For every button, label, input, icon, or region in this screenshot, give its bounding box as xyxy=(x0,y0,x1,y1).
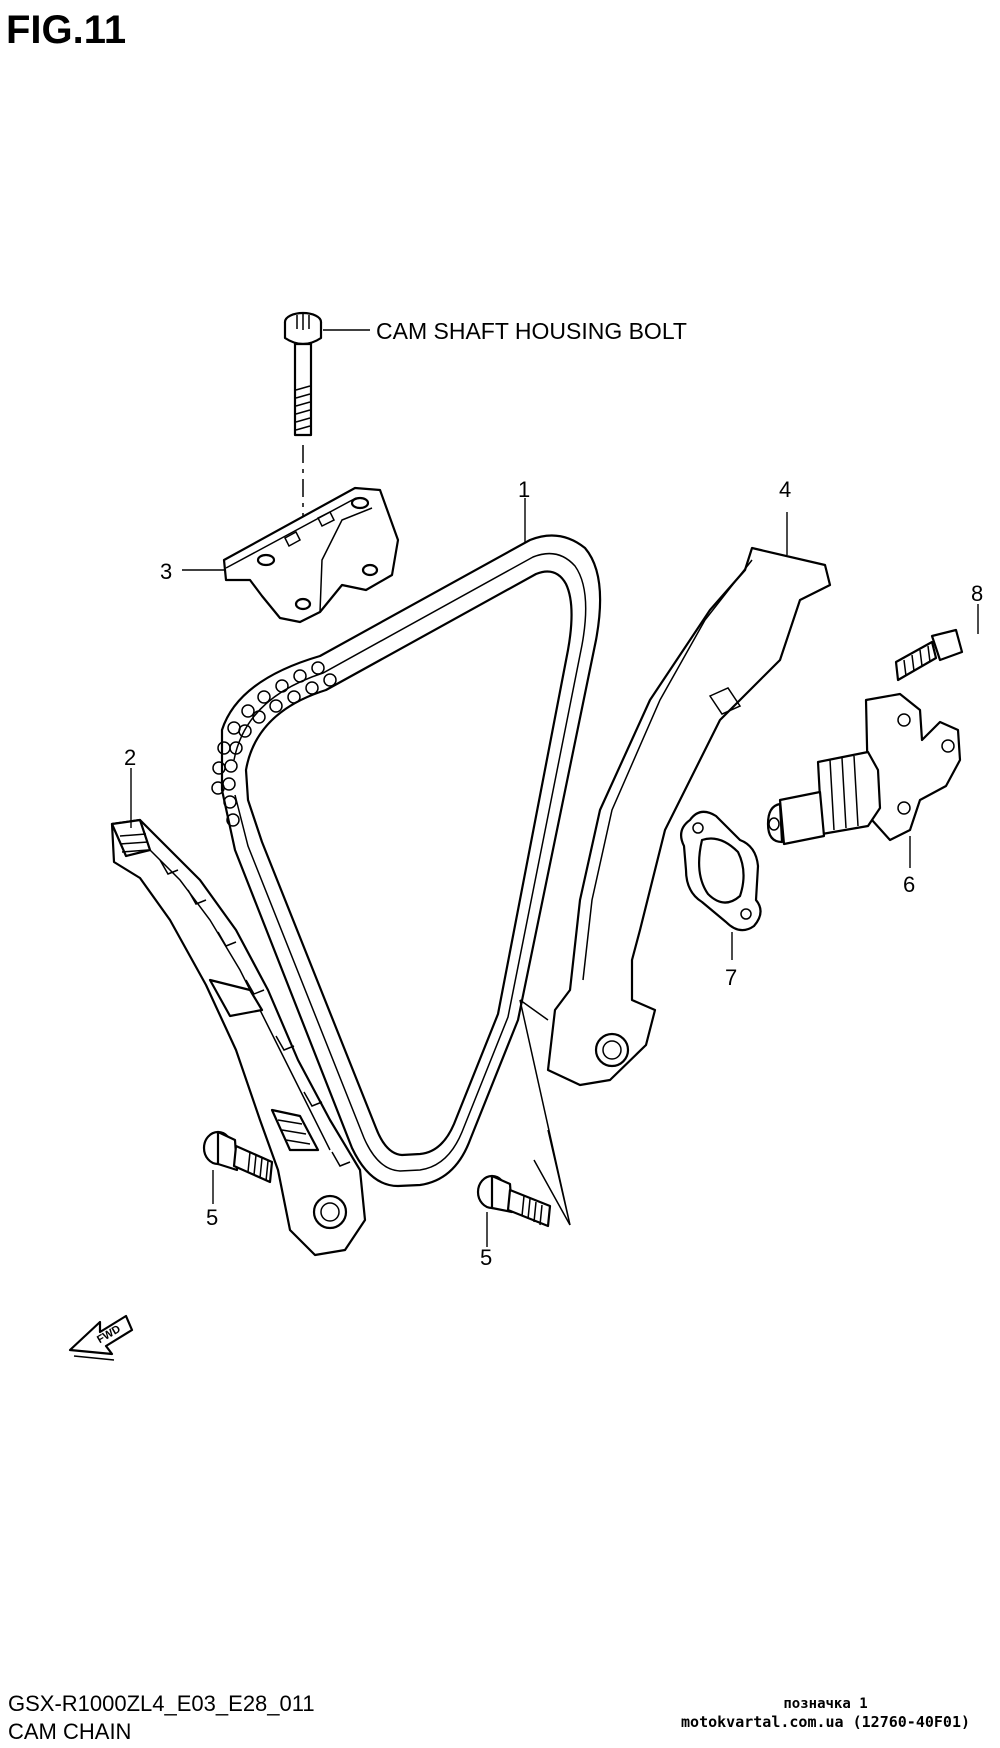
part-7-tensioner-gasket xyxy=(679,810,762,932)
part-number-7: 7 xyxy=(725,965,737,990)
figure-title: FIG.11 xyxy=(6,8,127,52)
part-3-guide-bracket xyxy=(222,486,400,624)
part-number-6: 6 xyxy=(903,872,915,897)
part-5-guide-bolt-center xyxy=(476,1174,552,1228)
part-number-3: 3 xyxy=(160,559,172,584)
part-1-cam-chain xyxy=(211,534,602,1188)
cam-shaft-housing-bolt xyxy=(283,311,323,600)
part-number-5b: 5 xyxy=(480,1245,492,1270)
part-2-chain-guide xyxy=(110,818,367,1257)
part-number-8: 8 xyxy=(971,581,983,606)
part-6-chain-tensioner xyxy=(766,692,962,846)
diagram-name: CAM CHAIN xyxy=(8,1719,132,1744)
housing-bolt-label: CAM SHAFT HOUSING BOLT xyxy=(376,318,687,344)
part-5-guide-bolt-left xyxy=(202,1130,274,1184)
fwd-arrow xyxy=(68,1314,134,1361)
watermark-stamp: позначка 1 motokvartal.com.ua (12760-40F… xyxy=(681,1695,970,1731)
diagram-code: GSX-R1000ZL4_E03_E28_011 xyxy=(8,1691,315,1716)
part-8-tensioner-bolt xyxy=(894,628,964,682)
part-number-2: 2 xyxy=(124,745,136,770)
part-number-1: 1 xyxy=(518,477,530,502)
watermark-line-1: позначка 1 xyxy=(783,1696,868,1712)
watermark-line-2: motokvartal.com.ua (12760-40F01) xyxy=(681,1713,970,1731)
part-4-tensioner-guide xyxy=(546,546,832,1087)
part-number-4: 4 xyxy=(779,477,791,502)
part-number-5a: 5 xyxy=(206,1205,218,1230)
